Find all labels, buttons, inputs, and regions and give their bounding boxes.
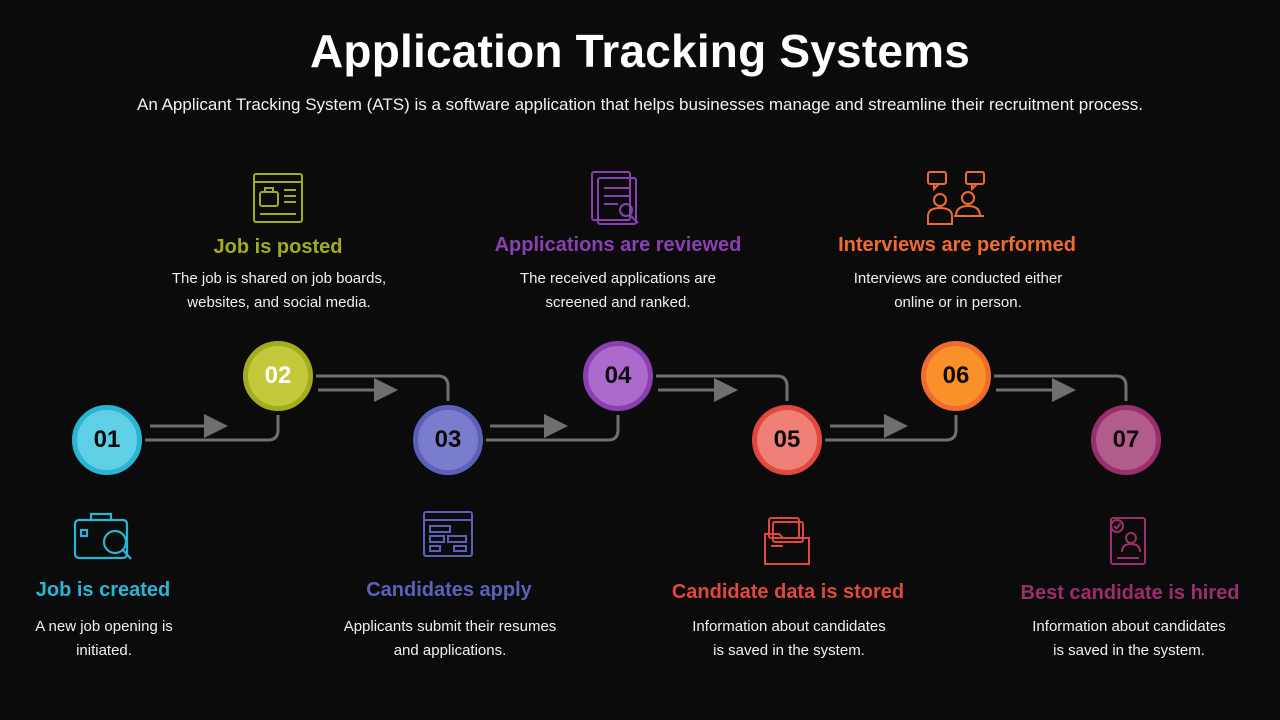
step-07-title: Best candidate is hired: [1020, 582, 1240, 604]
step-04-title: Applications are reviewed: [494, 234, 742, 256]
step-06-title: Interviews are performed: [838, 234, 1076, 256]
step-01-circle: 01: [72, 405, 142, 475]
step-number: 06: [942, 362, 970, 389]
document-review-icon: [590, 170, 642, 231]
connector-05-06: [825, 415, 958, 442]
step-07-description: Information about candidates is saved in …: [999, 615, 1259, 663]
step-number: 03: [434, 426, 462, 453]
step-07-circle: 07: [1091, 405, 1161, 475]
connector-01-02: [145, 415, 280, 442]
step-03-circle: 03: [413, 405, 483, 475]
desc-line: Information about candidates: [1032, 618, 1226, 635]
desc-line: Information about candidates: [692, 618, 886, 635]
desc-line: The received applications are: [520, 270, 716, 287]
folder-files-icon: [763, 516, 811, 571]
step-06-circle: 06: [921, 341, 991, 411]
desc-line: websites, and social media.: [187, 294, 371, 311]
connector-06-07: [994, 374, 1128, 401]
step-03-title: Candidates apply: [366, 579, 532, 601]
connector-02-03: [316, 374, 450, 401]
desc-line: A new job opening is: [35, 618, 173, 635]
step-06-description: Interviews are conducted either online or…: [828, 267, 1088, 315]
desc-line: The job is shared on job boards,: [171, 270, 387, 287]
application-form-icon: [422, 510, 474, 563]
step-05-title: Candidate data is stored: [671, 581, 905, 603]
step-number: 04: [604, 362, 632, 389]
briefcase-search-icon: [71, 510, 135, 571]
desc-line: screened and ranked.: [545, 294, 691, 311]
step-05-circle: 05: [752, 405, 822, 475]
desc-line: is saved in the system.: [1053, 642, 1205, 659]
connector-03-04: [486, 415, 620, 442]
step-04-circle: 04: [583, 341, 653, 411]
step-04-description: The received applications are screened an…: [488, 267, 748, 315]
desc-line: online or in person.: [894, 294, 1022, 311]
step-01-title: Job is created: [35, 579, 171, 601]
desc-line: is saved in the system.: [713, 642, 865, 659]
step-05-description: Information about candidates is saved in …: [659, 615, 919, 663]
interview-icon: [926, 170, 986, 231]
desc-line: initiated.: [76, 642, 132, 659]
desc-line: Interviews are conducted either: [853, 270, 1063, 287]
hired-profile-icon: [1107, 516, 1149, 571]
step-02-circle: 02: [243, 341, 313, 411]
connector-04-05: [656, 374, 789, 401]
step-number: 02: [264, 362, 292, 389]
step-number: 05: [773, 426, 801, 453]
job-board-icon: [252, 172, 304, 229]
step-03-description: Applicants submit their resumes and appli…: [320, 615, 580, 663]
step-02-title: Job is posted: [213, 236, 343, 258]
page-subtitle: An Applicant Tracking System (ATS) is a …: [137, 95, 1143, 114]
step-number: 01: [93, 426, 121, 453]
page-title: Application Tracking Systems: [309, 25, 971, 77]
step-number: 07: [1112, 426, 1140, 453]
step-02-description: The job is shared on job boards, websites…: [149, 267, 409, 315]
desc-line: and applications.: [393, 642, 507, 659]
step-01-description: A new job opening is initiated.: [0, 615, 234, 663]
desc-line: Applicants submit their resumes: [343, 618, 557, 635]
